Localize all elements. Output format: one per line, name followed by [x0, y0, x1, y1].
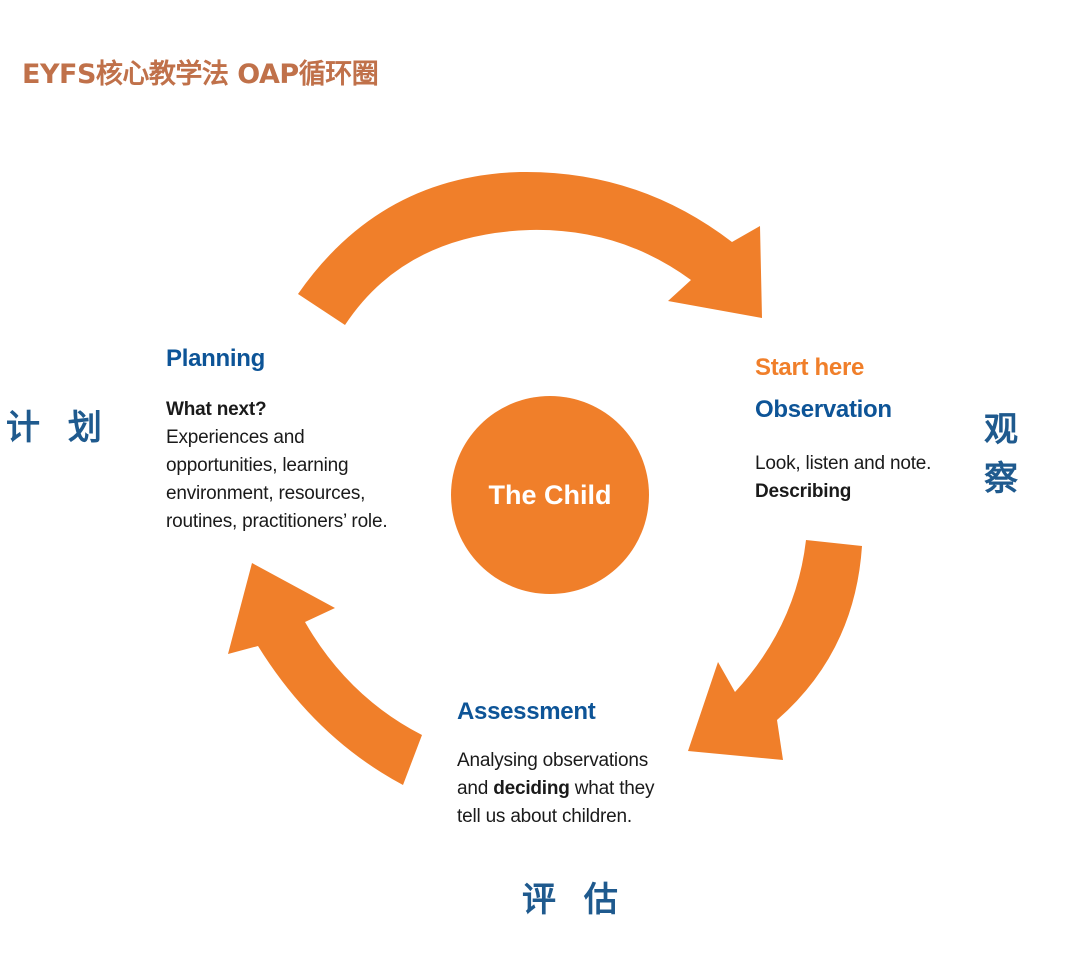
planning-line: opportunities, learning — [166, 455, 349, 476]
assessment-line-post: what they — [569, 778, 655, 799]
start-here-label: Start here — [755, 354, 865, 381]
assessment-line-pre: and — [457, 778, 494, 799]
observation-cn-label: 观 察 — [984, 410, 1026, 499]
assessment-line: Analysing observations — [457, 750, 648, 771]
observation-line: Look, listen and note. — [755, 453, 932, 474]
planning-subheading: What next? — [166, 399, 267, 420]
assessment-cn-label: 评 估 — [522, 880, 626, 920]
planning-cn-label: 计 划 — [6, 408, 110, 448]
assessment-heading: Assessment — [457, 698, 596, 725]
planning-line: environment, resources, — [166, 483, 366, 504]
arrow-planning-to-observation-icon — [298, 171, 762, 325]
planning-heading: Planning — [166, 345, 265, 372]
center-circle: The Child — [451, 396, 649, 594]
planning-line: routines, practitioners’ role. — [166, 511, 388, 532]
planning-text: What next? Experiences and opportunities… — [166, 396, 388, 536]
page-title: EYFS核心教学法 OAP循环圈 — [22, 59, 379, 90]
assessment-line: tell us about children. — [457, 806, 632, 827]
observation-text: Look, listen and note. Describing — [755, 450, 931, 506]
arrow-observation-to-assessment-icon — [688, 540, 862, 760]
center-label: The Child — [488, 479, 612, 510]
planning-line: Experiences and — [166, 427, 305, 448]
arrow-assessment-to-planning-icon — [228, 563, 422, 785]
assessment-line: and deciding what they — [457, 775, 655, 803]
observation-heading: Observation — [755, 396, 892, 423]
assessment-deciding: deciding — [493, 778, 570, 799]
observation-describing: Describing — [755, 481, 852, 502]
assessment-text: Analysing observations and deciding what… — [457, 747, 655, 831]
